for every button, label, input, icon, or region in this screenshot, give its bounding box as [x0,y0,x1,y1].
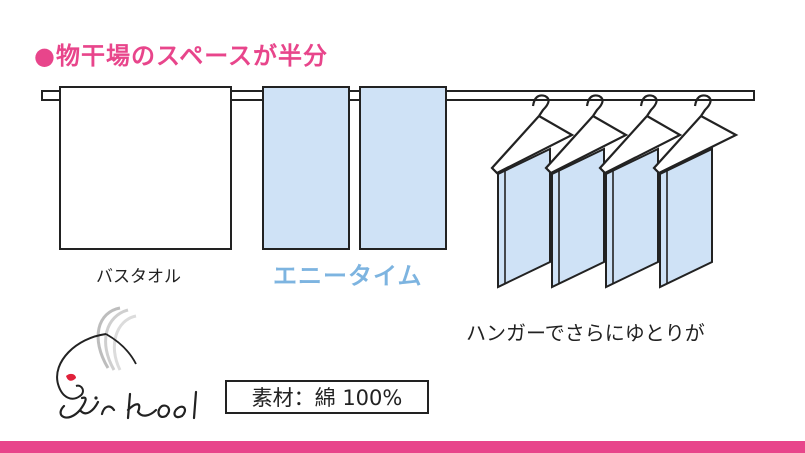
bottom-accent-bar [0,441,805,453]
bath-towel-label: バスタオル [96,267,181,287]
material-info-box: 素材：綿 100% [225,380,429,414]
hanging-towel-2 [551,147,605,289]
hanger-frame-4 [652,115,739,175]
air-kaol-logo [56,306,198,420]
hanger-group-4 [652,94,739,289]
hanger-hook-4 [693,94,712,117]
hanger-group-3 [598,94,683,289]
anytime-towel-2 [359,86,447,250]
bath-towel [59,86,232,250]
hanger-frame-1 [490,115,575,175]
page-title: ●物干場のスペースが半分 [34,42,329,70]
hanger-group-1 [490,94,575,289]
anytime-towel-1 [262,86,350,250]
hanger-hook-3 [639,94,658,117]
hanger-hook-1 [531,94,550,117]
hanging-towel-4 [659,147,713,289]
hanging-towel-3 [605,147,659,289]
anytime-label: エニータイム [273,262,423,290]
hanging-towel-1 [497,147,551,289]
hanger-frame-3 [598,115,683,175]
hanger-hook-2 [585,94,604,117]
hanger-frame-2 [544,115,629,175]
hanger-caption: ハンガーでさらにゆとりが [466,321,705,345]
hanger-group-2 [544,94,629,289]
